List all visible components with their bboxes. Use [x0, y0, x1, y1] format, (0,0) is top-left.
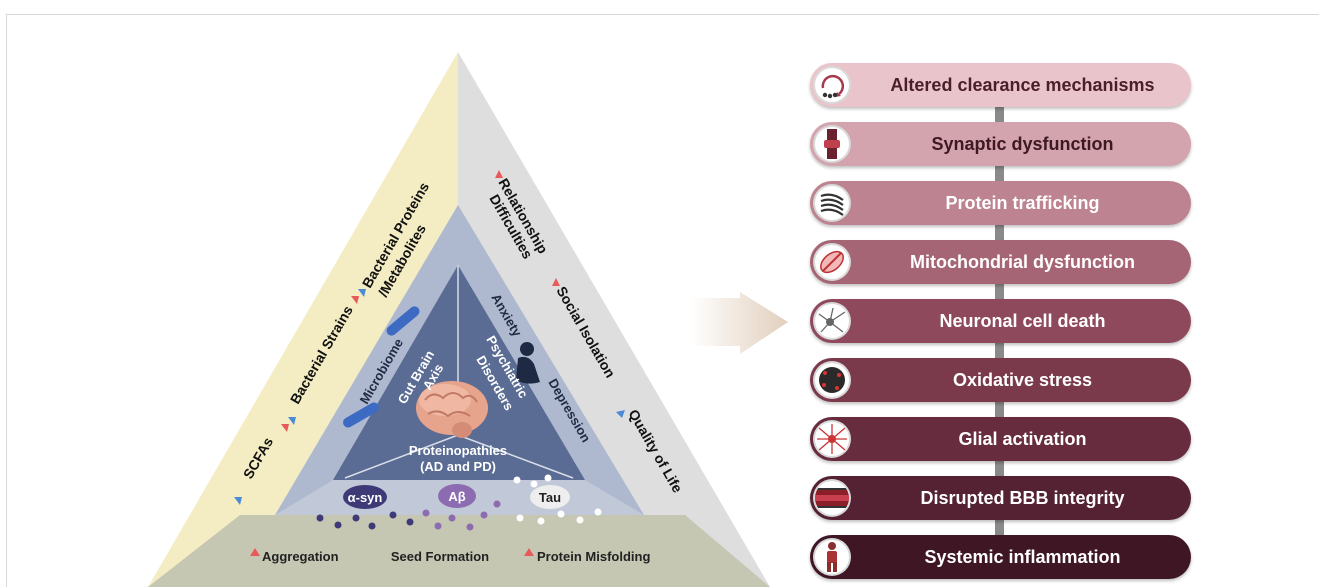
pathway-label: Mitochondrial dysfunction — [910, 251, 1135, 272]
blood-vessel-icon — [813, 479, 851, 517]
pathway-item: Altered clearance mechanisms — [810, 63, 1191, 107]
pathway-label: Oxidative stress — [952, 369, 1093, 390]
svg-text:Aβ: Aβ — [448, 489, 465, 504]
pathway-item: Protein trafficking — [810, 181, 1191, 225]
pathway-label: Altered clearance mechanisms — [890, 74, 1155, 95]
protein-dots — [316, 474, 602, 531]
recycle-icon — [813, 66, 851, 104]
right-arrows — [495, 170, 625, 418]
pathway-item: Disrupted BBB integrity — [810, 476, 1191, 520]
left-arrows — [234, 289, 366, 505]
pathway-item: Mitochondrial dysfunction — [810, 240, 1191, 284]
pathway-label: Systemic inflammation — [924, 546, 1121, 567]
cell-stress-icon — [813, 361, 851, 399]
neuron-icon — [813, 302, 851, 340]
aggregation-up-arrow — [250, 548, 260, 556]
pathway-label: Protein trafficking — [945, 192, 1100, 213]
misfolding-up-arrow — [524, 548, 534, 556]
pathway-item: Synaptic dysfunction — [810, 122, 1191, 166]
pathway-label: Neuronal cell death — [939, 310, 1106, 331]
proteinopathies-line2: (AD and PD) — [420, 459, 496, 474]
aggregation-label: Aggregation — [262, 549, 339, 564]
human-body-icon — [813, 538, 851, 576]
synapse-icon — [813, 125, 851, 163]
flow-arrow — [690, 292, 788, 354]
figure-frame — [6, 14, 1319, 587]
pathway-label: Disrupted BBB integrity — [920, 487, 1125, 508]
bottom-face — [148, 515, 770, 587]
pathway-label: Synaptic dysfunction — [931, 133, 1114, 154]
svg-text:α-syn: α-syn — [348, 490, 383, 505]
seed-formation-label: Seed Formation — [391, 549, 489, 564]
svg-text:Tau: Tau — [539, 490, 561, 505]
pathway-label: Glial activation — [958, 428, 1087, 449]
alpha-syn-badge: α-syn — [343, 485, 387, 509]
bacteria-icon — [343, 306, 420, 428]
golgi-icon — [813, 184, 851, 222]
inner-triangle — [333, 265, 585, 480]
microglia-icon — [813, 420, 851, 458]
abeta-badge: Aβ — [438, 484, 476, 508]
pathway-item: Glial activation — [810, 417, 1191, 461]
mitochondria-icon — [813, 243, 851, 281]
proteinopathies-line1: Proteinopathies — [409, 443, 507, 458]
triangle-diagram: SCFAs Bacterial Strains Bacterial Protei… — [148, 52, 788, 587]
pathway-item: Neuronal cell death — [810, 299, 1191, 343]
tau-badge: Tau — [530, 485, 570, 509]
pathway-item: Systemic inflammation — [810, 535, 1191, 579]
pathway-item: Oxidative stress — [810, 358, 1191, 402]
protein-misfolding-label: Protein Misfolding — [537, 549, 650, 564]
sad-person-icon — [516, 342, 540, 384]
brain-icon — [416, 381, 488, 438]
